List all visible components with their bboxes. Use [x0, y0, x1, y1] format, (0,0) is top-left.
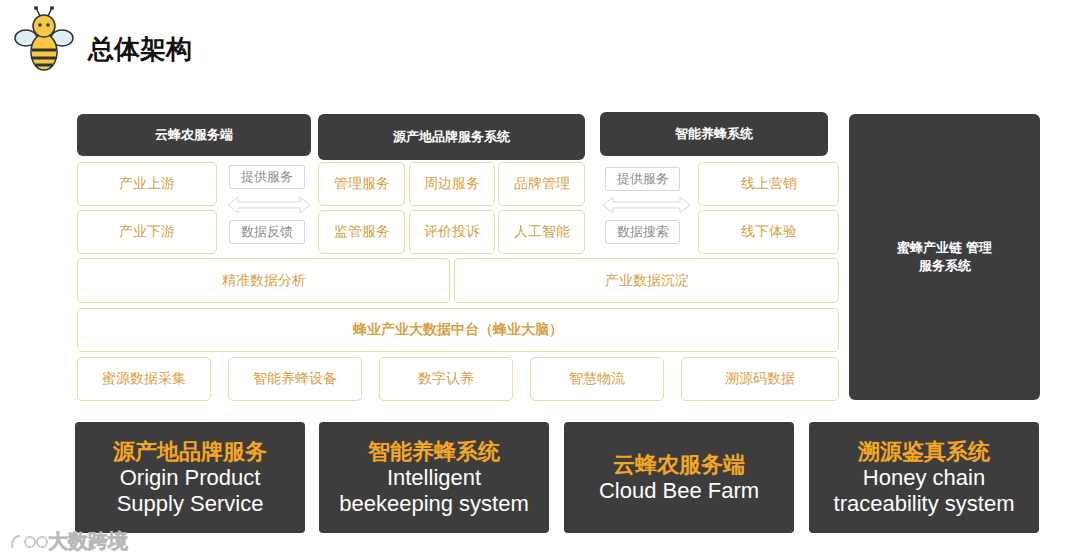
system-card: 云蜂农服务端Cloud Bee Farm — [564, 422, 794, 533]
data-source-box: 智慧物流 — [530, 357, 664, 401]
box-label: 云蜂农服务端 — [155, 126, 233, 144]
service-box: 品牌管理 — [498, 162, 585, 206]
header-box: 智能养蜂系统 — [600, 112, 828, 156]
data-source-box: 溯源码数据 — [681, 357, 839, 401]
service-box: 产业上游 — [77, 162, 217, 206]
page-title: 总体架构 — [88, 32, 192, 67]
watermark-logo — [12, 536, 47, 548]
service-box: 线上营销 — [698, 162, 839, 206]
service-box: 人工智能 — [498, 210, 585, 254]
box-label: 线下体验 — [741, 223, 797, 241]
analysis-band: 产业数据沉淀 — [454, 258, 839, 303]
box-label: 智能养蜂设备 — [253, 370, 337, 388]
box-label: 数据反馈 — [241, 223, 293, 241]
system-card: 智能养蜂系统Intelligent beekeeping system — [319, 422, 549, 533]
system-card: 源产地品牌服务Origin Product Supply Service — [75, 422, 305, 533]
box-label: 源产地品牌服务 — [113, 439, 267, 465]
box-label: 周边服务 — [424, 175, 480, 193]
box-label: 智能养蜂系统 — [675, 125, 753, 143]
service-box: 评价投诉 — [409, 210, 495, 254]
data-source-box: 智能养蜂设备 — [228, 357, 362, 401]
tag-box: 提供服务 — [229, 165, 305, 189]
box-label: 智能养蜂系统 — [368, 439, 500, 465]
box-label: 蜜源数据采集 — [102, 370, 186, 388]
box-label: 产业数据沉淀 — [605, 272, 689, 290]
box-label: 提供服务 — [241, 168, 293, 186]
box-label: 管理服务 — [334, 175, 390, 193]
header-box: 源产地品牌服务系统 — [318, 114, 585, 160]
box-subtitle: Cloud Bee Farm — [599, 478, 759, 504]
tag-box: 提供服务 — [605, 167, 680, 191]
box-label: 监管服务 — [334, 223, 390, 241]
box-label: 提供服务 — [617, 170, 669, 188]
system-panel: 蜜蜂产业链 管理服务系统 — [849, 114, 1040, 400]
box-label: 数字认养 — [418, 370, 474, 388]
box-subtitle: Origin Product Supply Service — [85, 465, 295, 517]
box-label: 线上营销 — [741, 175, 797, 193]
header-box: 云蜂农服务端 — [77, 114, 311, 156]
box-label: 产业下游 — [119, 223, 175, 241]
service-box: 管理服务 — [318, 162, 405, 206]
box-label: 云蜂农服务端 — [613, 452, 745, 478]
box-label: 精准数据分析 — [222, 272, 306, 290]
box-label: 数据搜索 — [617, 223, 669, 241]
tag-box: 数据搜索 — [605, 220, 680, 244]
box-label: 溯源鉴真系统 — [858, 439, 990, 465]
bee-icon — [15, 6, 73, 70]
box-label: 评价投诉 — [424, 223, 480, 241]
box-label: 人工智能 — [514, 223, 570, 241]
box-subtitle: Honey chain traceability system — [819, 465, 1029, 517]
box-label: 蜂业产业大数据中台（蜂业大脑） — [353, 321, 563, 339]
watermark: 大数跨境 — [48, 528, 128, 555]
platform-band: 蜂业产业大数据中台（蜂业大脑） — [77, 308, 839, 352]
box-label: 溯源码数据 — [725, 370, 795, 388]
data-source-box: 蜜源数据采集 — [77, 357, 211, 401]
box-subtitle: Intelligent beekeeping system — [329, 465, 539, 517]
tag-box: 数据反馈 — [229, 220, 305, 244]
box-label: 源产地品牌服务系统 — [393, 128, 510, 146]
service-box: 监管服务 — [318, 210, 405, 254]
analysis-band: 精准数据分析 — [77, 258, 450, 303]
box-label: 智慧物流 — [569, 370, 625, 388]
data-source-box: 数字认养 — [379, 357, 513, 401]
service-box: 周边服务 — [409, 162, 495, 206]
system-card: 溯源鉴真系统Honey chain traceability system — [809, 422, 1039, 533]
box-label: 蜜蜂产业链 管理服务系统 — [895, 239, 995, 275]
service-box: 产业下游 — [77, 210, 217, 254]
service-box: 线下体验 — [698, 210, 839, 254]
box-label: 产业上游 — [119, 175, 175, 193]
box-label: 品牌管理 — [514, 175, 570, 193]
